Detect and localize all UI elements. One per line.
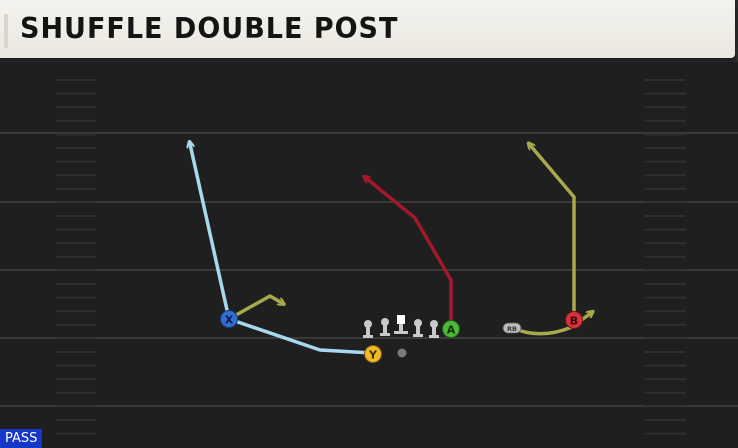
y-player-label: Y bbox=[368, 349, 378, 362]
lineman-icon bbox=[429, 320, 439, 338]
header-bar: SHUFFLE DOUBLE POST bbox=[0, 0, 738, 62]
quarterback-dot bbox=[397, 348, 407, 358]
a-player-button[interactable]: A bbox=[442, 320, 460, 338]
x-player-label: X bbox=[225, 314, 234, 327]
lineman-icon bbox=[363, 320, 373, 338]
title-panel: SHUFFLE DOUBLE POST bbox=[0, 0, 735, 58]
b-player-label: B bbox=[570, 315, 578, 328]
yard-lines bbox=[0, 132, 738, 407]
title-accent-stripe bbox=[4, 14, 8, 48]
a-route bbox=[366, 178, 453, 331]
routes bbox=[190, 144, 591, 355]
rb-player-button[interactable]: RB bbox=[502, 322, 522, 334]
lineman-icon bbox=[413, 319, 423, 337]
center-icon bbox=[394, 315, 408, 334]
x-player-button[interactable]: X bbox=[220, 310, 238, 328]
play-type-badge: PASS bbox=[0, 429, 43, 448]
rb-player-label: RB bbox=[507, 325, 517, 333]
y-route bbox=[227, 317, 374, 355]
lineman-icon bbox=[380, 318, 390, 336]
x-route bbox=[190, 144, 231, 321]
x-flat-route bbox=[227, 294, 282, 321]
play-field bbox=[0, 62, 738, 448]
hash-marks bbox=[56, 79, 686, 435]
offensive-line bbox=[363, 315, 439, 358]
a-player-label: A bbox=[447, 324, 456, 337]
b-player-button[interactable]: B bbox=[565, 311, 583, 329]
y-player-button[interactable]: Y bbox=[364, 345, 382, 363]
play-title: SHUFFLE DOUBLE POST bbox=[20, 13, 399, 46]
b-route bbox=[530, 145, 576, 321]
